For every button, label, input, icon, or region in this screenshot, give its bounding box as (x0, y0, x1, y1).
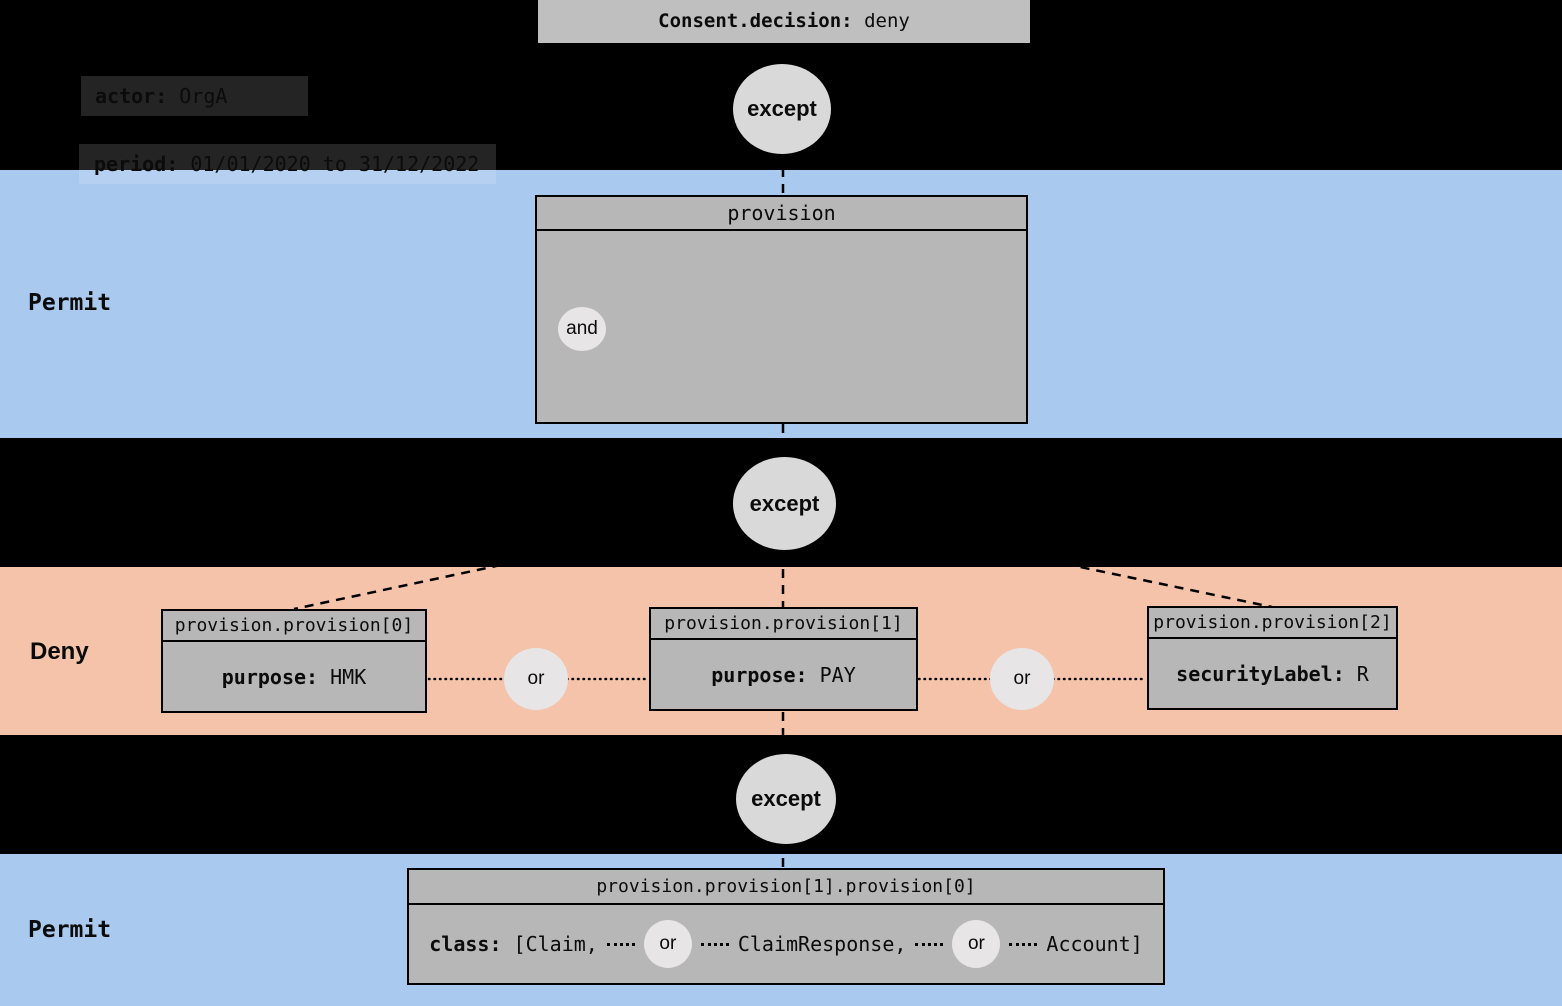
provision-node: provision (535, 195, 1028, 424)
dotted-connector (606, 942, 635, 946)
except-circle-1: except (733, 64, 831, 154)
deny-node-2-key: securityLabel: (1176, 661, 1345, 686)
deny-node-0-value: HMK (330, 664, 367, 689)
deny-node-1-key: purpose: (711, 662, 808, 687)
deny-node-2: provision.provision[2] securityLabel: R (1147, 606, 1398, 710)
class-node-body: class: [Claim, or ClaimResponse, or Acco… (409, 905, 1163, 983)
dotted-connector (1009, 942, 1038, 946)
or-circle-4: or (952, 920, 1001, 968)
and-circle: and (558, 307, 606, 351)
class-item-1: ClaimResponse, (737, 932, 907, 956)
actor-value: OrgA (179, 84, 228, 108)
permit-band-label-bottom: Permit (28, 917, 112, 943)
except-label-3: except (751, 786, 821, 811)
deny-band-label: Deny (30, 638, 89, 665)
deny-node-2-value: R (1356, 661, 1369, 686)
period-value: 01/01/2020 to 31/12/2022 (190, 152, 480, 176)
or-label-3: or (659, 933, 677, 954)
and-label: and (566, 318, 598, 339)
period-row: period: 01/01/2020 to 31/12/2022 (79, 144, 496, 184)
class-item-0: [Claim, (513, 932, 598, 956)
except-label-1: except (747, 96, 817, 121)
permit-band-label-top: Permit (28, 290, 112, 316)
except-circle-3: except (736, 754, 836, 844)
deny-node-0-key: purpose: (221, 664, 319, 689)
or-label-2: or (1013, 668, 1031, 689)
except-circle-2: except (733, 457, 836, 550)
actor-key: actor: (95, 84, 168, 108)
dotted-connector (915, 942, 944, 946)
deny-node-0-header: provision.provision[0] (163, 611, 425, 642)
or-circle-3: or (643, 920, 692, 968)
or-label-4: or (967, 933, 985, 954)
period-key: period: (94, 152, 179, 176)
or-circle-1: or (504, 648, 568, 710)
dotted-connector (700, 942, 729, 946)
root-value: deny (864, 10, 910, 32)
deny-node-1: provision.provision[1] purpose: PAY (649, 607, 918, 711)
class-item-2: Account] (1046, 932, 1143, 956)
or-circle-2: or (990, 648, 1054, 710)
class-node-header: provision.provision[1].provision[0] (409, 870, 1163, 905)
except-label-2: except (749, 490, 820, 516)
consent-root-node: Consent.decision: deny (538, 0, 1030, 43)
root-key: Consent.decision: (658, 10, 853, 32)
deny-node-1-value: PAY (819, 662, 856, 687)
class-node: provision.provision[1].provision[0] clas… (407, 868, 1165, 985)
or-label-1: or (527, 668, 545, 689)
class-key: class: (429, 932, 502, 956)
provision-node-header: provision (537, 197, 1026, 231)
deny-node-0: provision.provision[0] purpose: HMK (161, 609, 427, 713)
deny-node-1-header: provision.provision[1] (651, 609, 916, 640)
deny-node-2-header: provision.provision[2] (1149, 608, 1396, 639)
actor-row: actor: OrgA (81, 76, 308, 116)
